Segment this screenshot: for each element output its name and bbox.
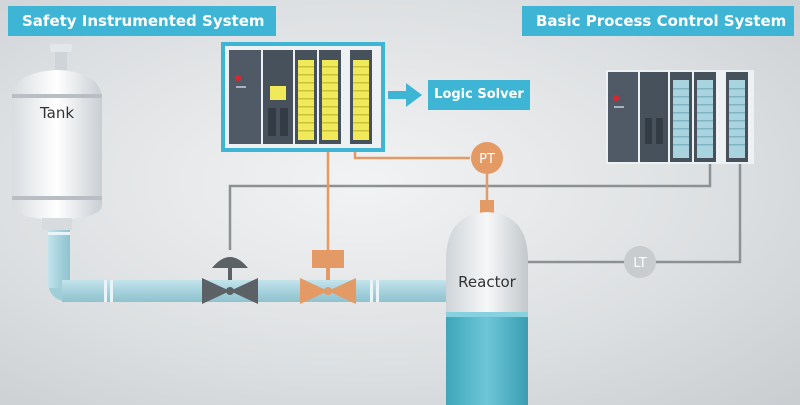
sis-shutdown-valve xyxy=(300,250,356,304)
pt-label: PT xyxy=(479,152,495,167)
bpcs-plc xyxy=(606,70,754,164)
reactor xyxy=(446,200,528,405)
bpcs-title: Basic Process Control System xyxy=(522,6,794,36)
logic-solver-label: Logic Solver xyxy=(428,80,530,110)
sis-plc xyxy=(221,42,385,152)
bpcs-control-valve xyxy=(202,257,258,304)
arrow-right-icon xyxy=(388,83,422,107)
tank-label: Tank xyxy=(39,104,74,122)
reactor-label: Reactor xyxy=(458,273,516,291)
pressure-transmitter xyxy=(471,142,503,174)
sis-title: Safety Instrumented System xyxy=(8,6,276,36)
level-transmitter xyxy=(624,246,656,278)
lt-label: LT xyxy=(633,256,646,271)
bpcs-signal-lines xyxy=(228,160,742,264)
sis-signal-lines xyxy=(326,150,489,250)
tank xyxy=(12,44,102,230)
